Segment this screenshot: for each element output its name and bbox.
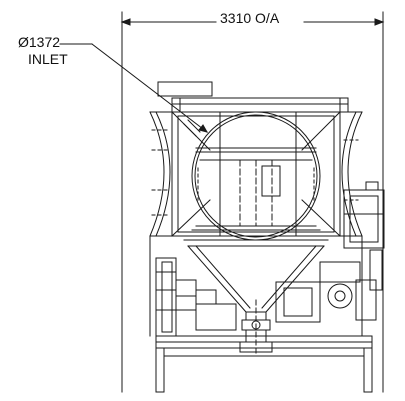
top-housing — [157, 81, 349, 113]
inlet-cone-left — [149, 111, 173, 237]
side-frame — [149, 235, 363, 337]
base-frame — [155, 335, 373, 393]
inlet-diameter-label: Ø1372 — [18, 34, 61, 50]
inlet-drum — [191, 111, 321, 241]
hopper-cone — [183, 239, 329, 321]
right-motor-assembly — [275, 181, 385, 323]
overall-dimension-line — [120, 11, 385, 393]
inlet-label: INLET — [28, 51, 68, 67]
left-drive-assembly — [155, 257, 237, 337]
inlet-leader-line — [59, 43, 209, 133]
inlet-cone-right — [339, 111, 363, 237]
overall-width-dimension: 3310 O/A — [218, 10, 282, 26]
